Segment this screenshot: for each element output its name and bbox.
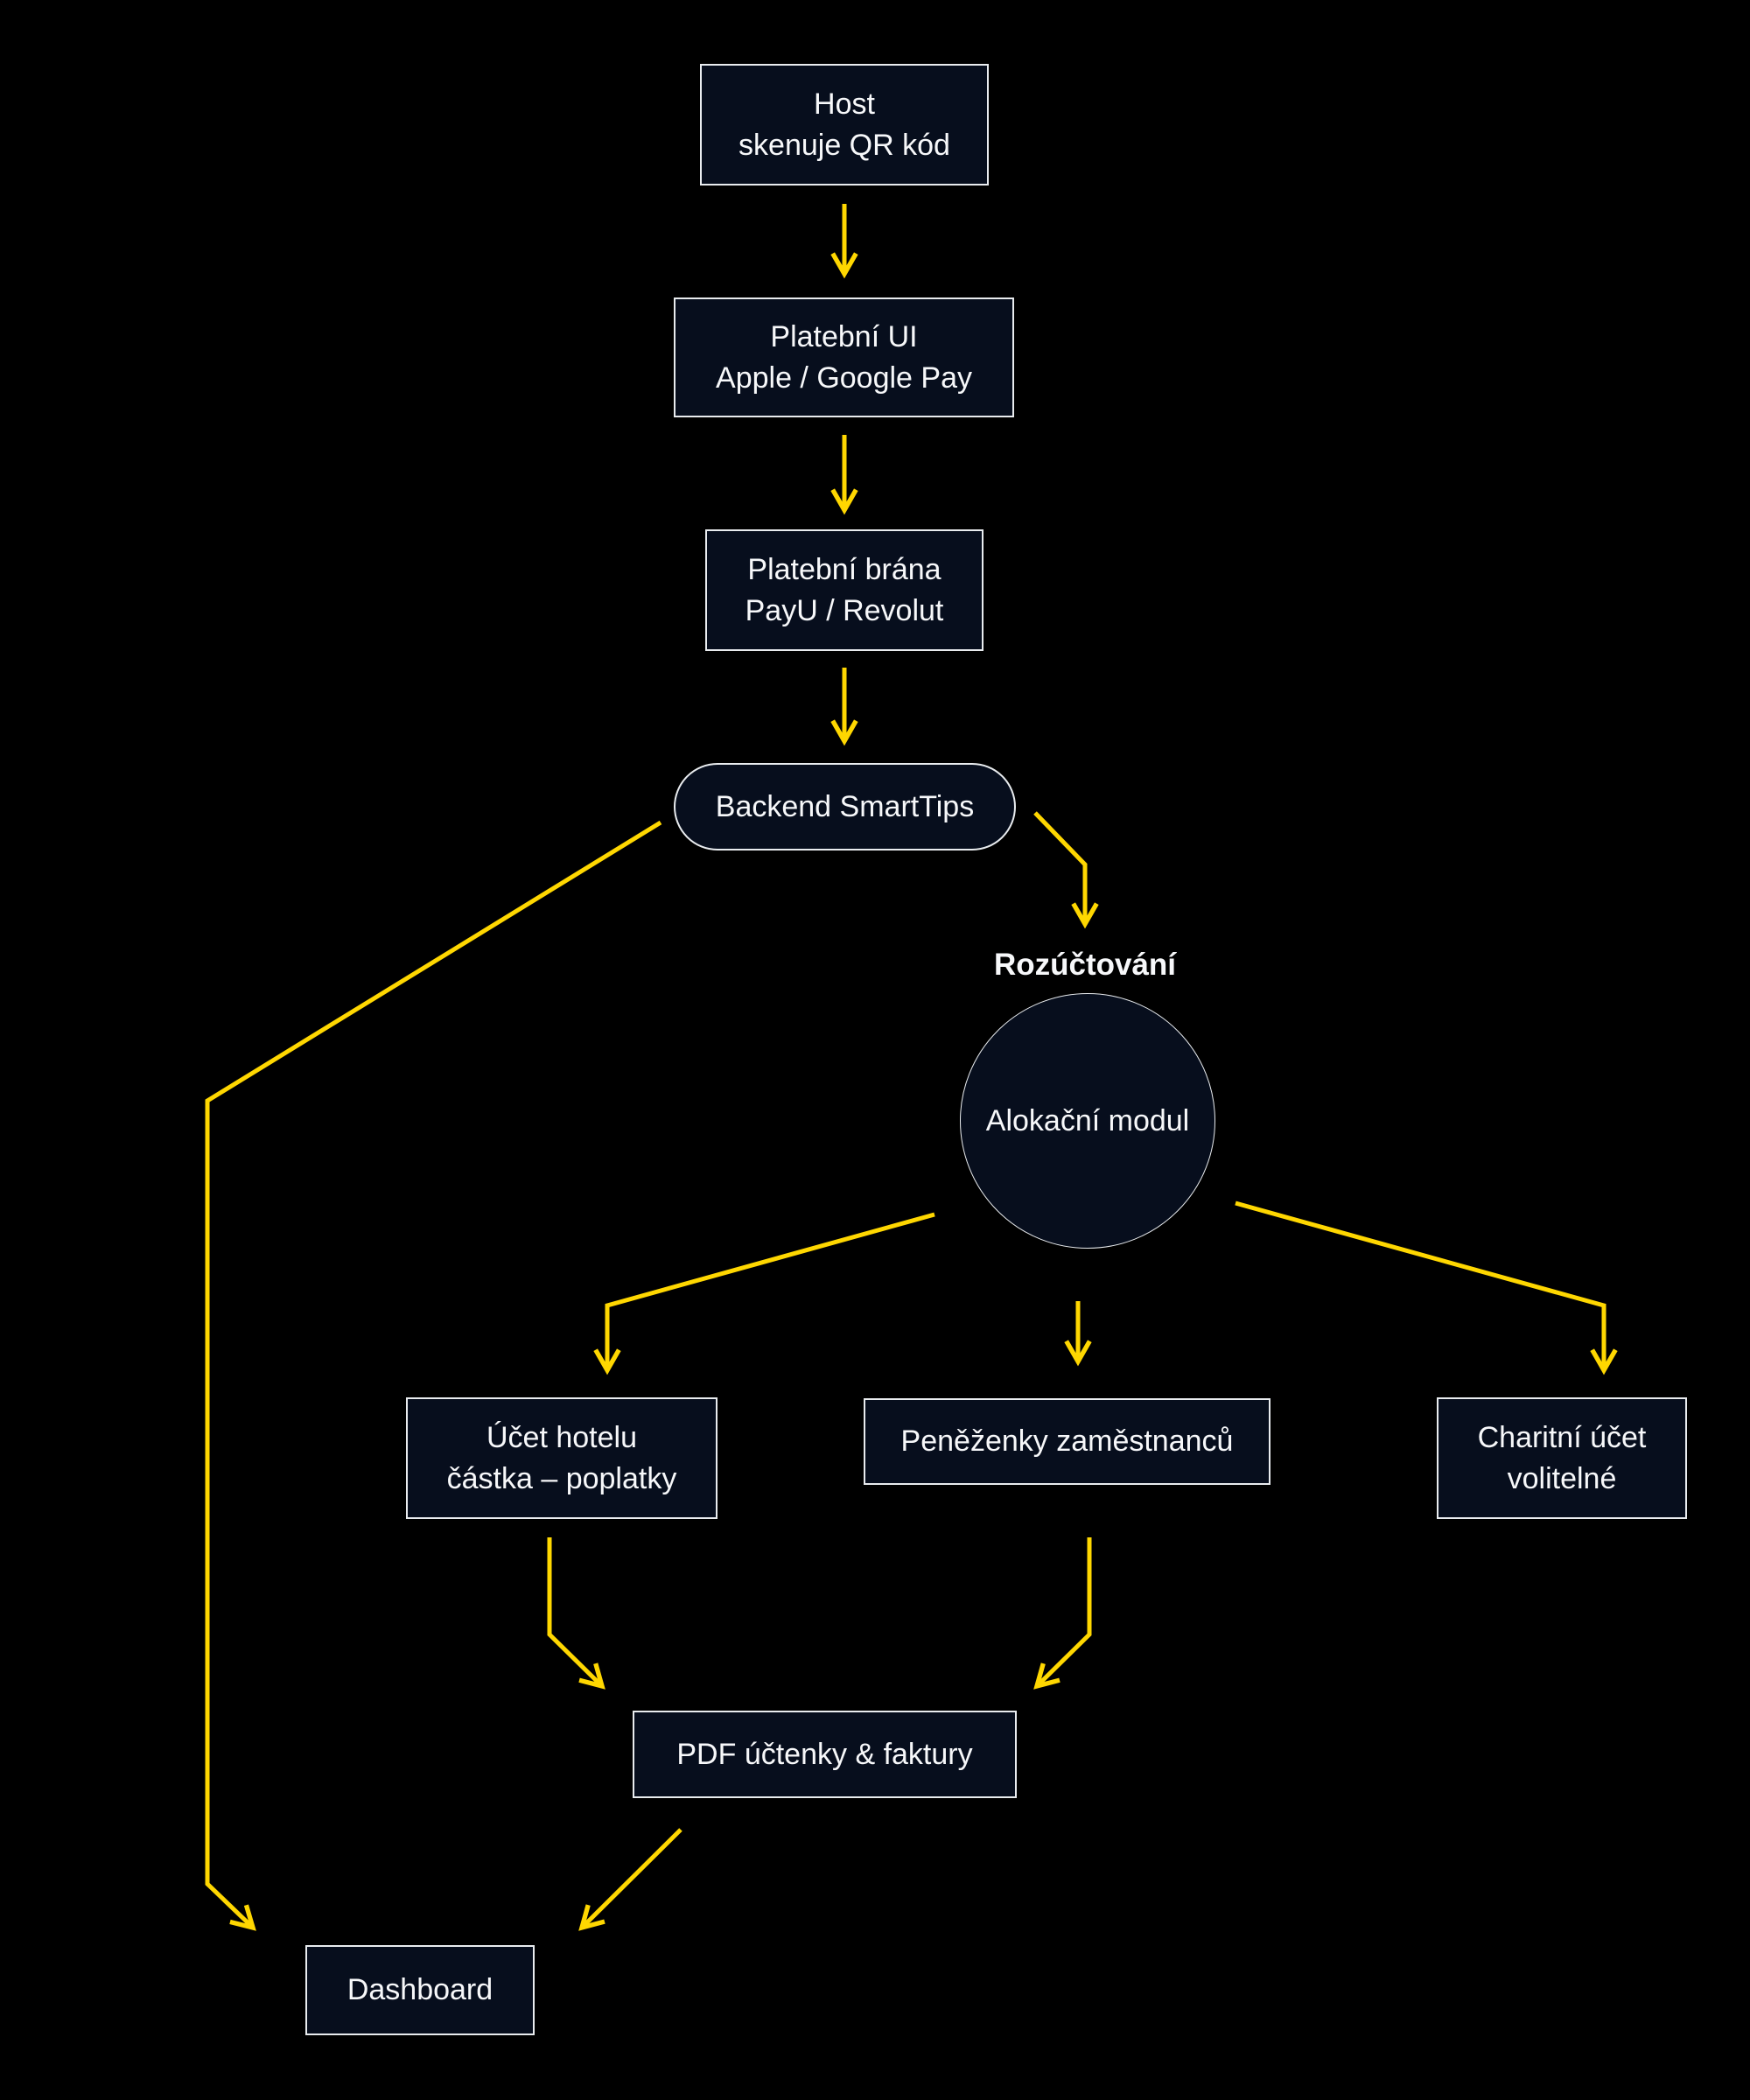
payment-ui-node: Platební UI Apple / Google Pay bbox=[674, 298, 1014, 417]
host-scan-node: Host skenuje QR kód bbox=[700, 64, 989, 186]
allocation-edge-label: Rozúčtování bbox=[993, 948, 1177, 982]
dashboard-node: Dashboard bbox=[305, 1945, 535, 2035]
allocation-module-node: Alokační modul bbox=[960, 993, 1215, 1249]
arrow-wallets-to-pdf bbox=[1033, 1537, 1092, 1690]
arrow-hotel-to-pdf bbox=[547, 1537, 606, 1690]
arrow-allocation-to-charity bbox=[1235, 1200, 1618, 1376]
pdf-receipts-node: PDF účtenky & faktury bbox=[633, 1711, 1017, 1798]
employee-wallets-node: Peněženky zaměstnanců bbox=[864, 1398, 1270, 1485]
backend-smarttips-node: Backend SmartTips bbox=[674, 763, 1016, 850]
hotel-account-node: Účet hotelu částka – poplatky bbox=[406, 1397, 718, 1519]
arrow-pdf-to-dashboard bbox=[578, 1828, 682, 1931]
charity-account-node: Charitní účet volitelné bbox=[1437, 1397, 1687, 1519]
payment-gateway-node: Platební brána PayU / Revolut bbox=[705, 529, 984, 651]
arrow-backend-to-allocation bbox=[1033, 811, 1099, 929]
arrow-allocation-to-hotel bbox=[593, 1212, 935, 1376]
arrow-backend-to-dashboard bbox=[205, 820, 662, 1931]
